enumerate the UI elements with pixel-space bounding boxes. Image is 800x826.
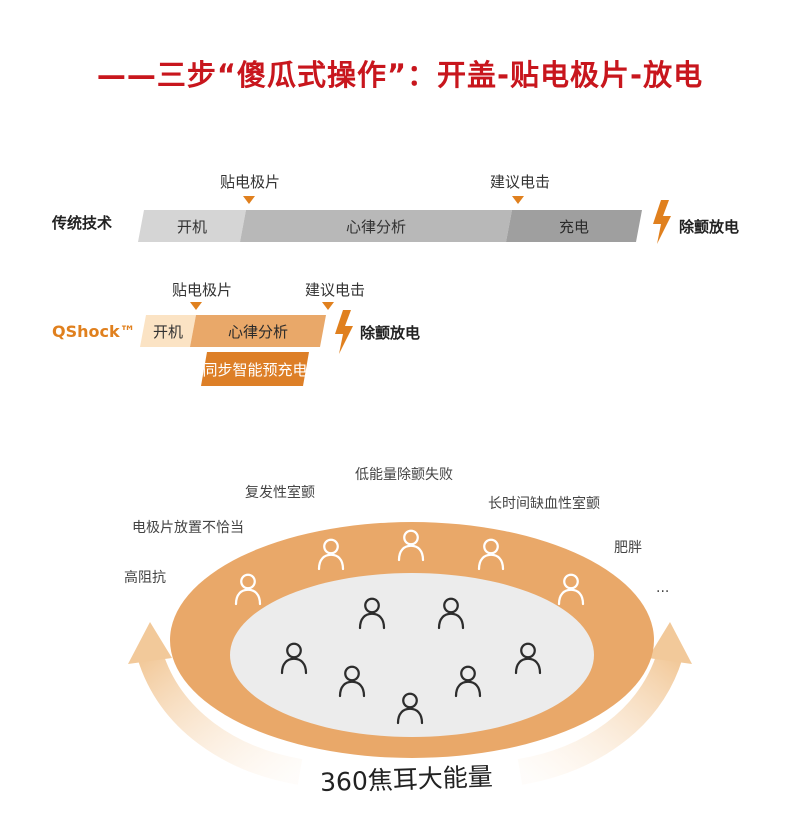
segment-charge: 充电 (506, 210, 642, 242)
scenario-more: ... (656, 580, 670, 596)
segment-rhythm-analysis: 心律分析 (240, 210, 512, 242)
energy-label: 360焦耳大能量 (319, 761, 494, 798)
traditional-label: 传统技术 (52, 214, 113, 232)
qshock-segment-rhythm-analysis: 心律分析 (190, 315, 326, 347)
marker-arrow-advice (512, 196, 524, 204)
marker-arrow-pads (243, 196, 255, 204)
lightning-bolt-icon (653, 200, 671, 244)
qshock-label: QShock™ (52, 322, 136, 341)
segment-label: 开机 (152, 322, 183, 341)
left-curved-arrow (128, 622, 303, 785)
qshock-segment-precharge: 同步智能预充电 (201, 352, 309, 386)
qshock-result: 除颤放电 (360, 324, 421, 342)
segment-label: 心律分析 (227, 322, 288, 341)
qshock-marker-arrow-advice (322, 302, 334, 310)
traditional-result: 除颤放电 (679, 218, 740, 236)
qshock-marker-arrow-pads (190, 302, 202, 310)
scenario-obesity: 肥胖 (614, 540, 642, 556)
marker-label-pads: 贴电极片 (220, 173, 281, 191)
segment-power-on: 开机 (138, 210, 246, 242)
qshock-segment-power-on: 开机 (140, 315, 196, 347)
scenario-recurrent-vf: 复发性室颤 (245, 485, 315, 501)
marker-label-advice: 建议电击 (490, 173, 551, 191)
qshock-marker-label-pads: 贴电极片 (172, 281, 233, 299)
scenario-electrode-misplacement: 电极片放置不恰当 (132, 520, 244, 536)
segment-label: 开机 (176, 217, 207, 236)
scenario-prolonged-ischemic-vf: 长时间缺血性室颤 (488, 496, 600, 512)
qshock-lightning-bolt-icon (335, 310, 353, 354)
segment-label: 同步智能预充电 (202, 360, 308, 379)
scenario-low-energy-failure: 低能量除颤失败 (355, 467, 453, 483)
segment-label: 充电 (558, 217, 589, 236)
page-title: ——三步“傻瓜式操作”：开盖-贴电极片-放电 (96, 58, 704, 92)
inner-patient-area (230, 573, 594, 737)
segment-label: 心律分析 (345, 217, 406, 236)
qshock-marker-label-advice: 建议电击 (305, 281, 366, 299)
right-curved-arrow (517, 622, 692, 785)
scenario-high-impedance: 高阻抗 (124, 570, 166, 586)
